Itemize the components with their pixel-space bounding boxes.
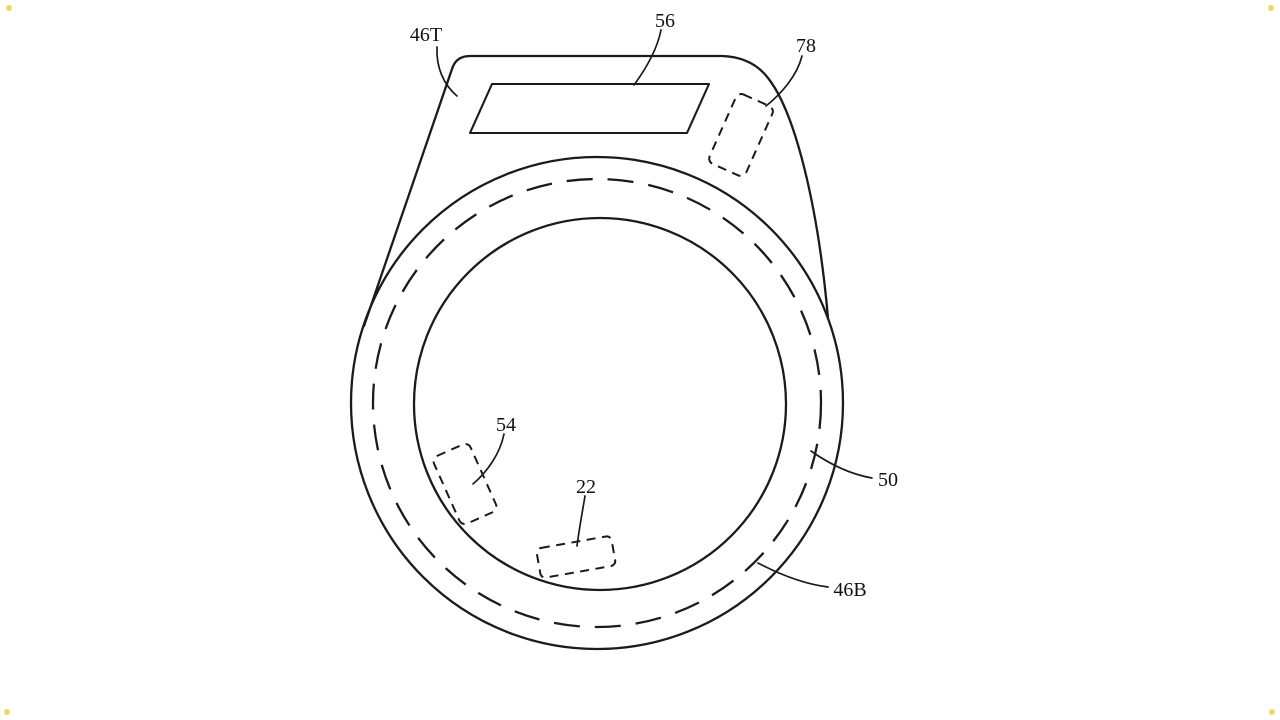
scan-artifact-top-left — [6, 5, 12, 11]
ring-inner-circle — [412, 216, 788, 592]
leader-line-56 — [633, 29, 662, 86]
leader-line-46T — [436, 46, 458, 97]
label-56: 56 — [655, 10, 675, 32]
scan-artifact-bottom-right — [1269, 709, 1275, 715]
ring-top-housing-outline — [362, 54, 830, 328]
label-46T: 46T — [410, 24, 442, 46]
label-50: 50 — [878, 469, 898, 491]
label-78: 78 — [796, 35, 816, 57]
ring-outer-circle — [349, 155, 845, 651]
scan-artifacts — [4, 5, 1275, 715]
leader-line-50 — [810, 450, 873, 479]
component-78-dashed-box — [708, 93, 774, 177]
component-54-dashed-box — [432, 442, 498, 526]
leader-line-54 — [472, 433, 505, 485]
label-46B: 46B — [833, 579, 866, 601]
display-window-outline — [468, 82, 711, 135]
ring-dashed-centerline — [371, 177, 823, 629]
leader-line-78 — [765, 55, 803, 107]
scan-artifact-bottom-left — [4, 709, 10, 715]
leader-line-22 — [576, 495, 586, 547]
leader-line-46B — [757, 562, 829, 588]
label-54: 54 — [496, 414, 516, 436]
label-22: 22 — [576, 476, 596, 498]
scan-artifact-top-right — [1268, 5, 1274, 11]
component-22-dashed-box — [535, 535, 617, 579]
